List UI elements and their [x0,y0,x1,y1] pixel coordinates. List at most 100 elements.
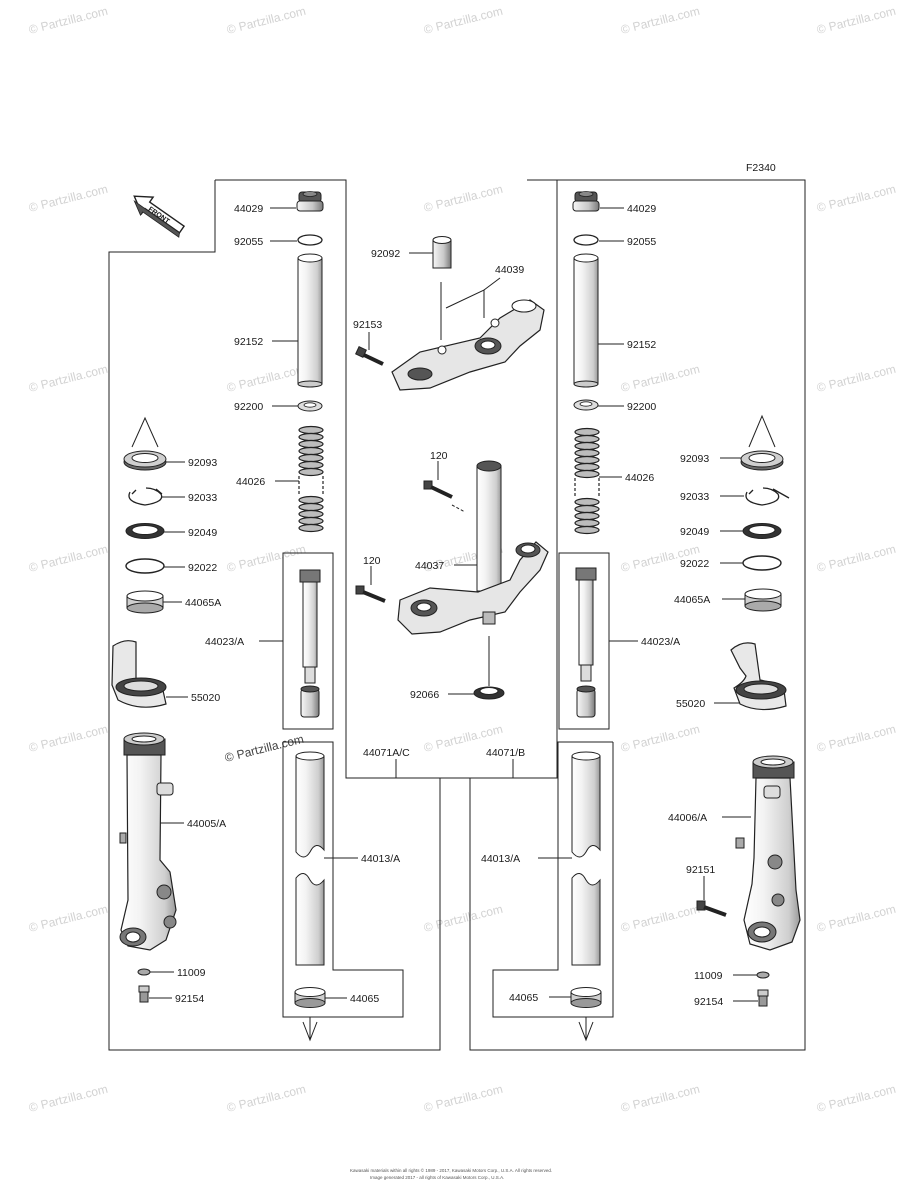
watermark: © Partzilla.com [815,182,897,215]
label-44071ac: 44071A/C [363,747,410,759]
label-44023a-right: 44023/A [641,636,680,648]
label-92022-left: 92022 [188,562,217,574]
upper-triple-clamp-part [391,299,545,391]
label-92200-left: 92200 [234,401,263,413]
front-arrow-icon: FRONT [133,195,186,238]
watermark: © Partzilla.com [815,4,897,37]
label-11009-right: 11009 [694,970,723,982]
washer-part [297,400,323,412]
watermark: © Partzilla.com [815,542,897,575]
label-92154-right: 92154 [694,996,723,1008]
watermark: © Partzilla.com [619,362,701,395]
label-44023a-left: 44023/A [205,636,244,648]
figure-code: F2340 [746,162,776,174]
watermark: © Partzilla.com [27,902,109,935]
label-92033-left: 92033 [188,492,217,504]
cap-bolt-part [296,191,324,212]
fork-guard-part [730,642,787,711]
label-92033-right: 92033 [680,491,709,503]
steering-group: 92092 44039 92153 120 [353,236,549,701]
slide-bushing-part [294,987,326,1008]
damper-rod-part [575,567,597,718]
dust-seal-part [740,450,784,471]
watermark: © Partzilla.com [619,722,701,755]
fork-guard-part [111,640,167,708]
watermark: © Partzilla.com [225,362,307,395]
footer-copyright-line-2: Image generated 2017 - all rights of Kaw… [370,1175,504,1180]
watermark-dark: © Partzilla.com [223,732,305,765]
steering-seal-part [473,686,505,700]
label-44013a-left: 44013/A [361,853,400,865]
pinch-bolt-part [355,585,386,603]
watermark: © Partzilla.com [619,902,701,935]
label-92092: 92092 [371,248,400,260]
drain-bolt-part [757,989,769,1007]
fork-spring-part [574,427,600,535]
label-92152-left: 92152 [234,336,263,348]
label-92154-left: 92154 [175,993,204,1005]
watermark: © Partzilla.com [225,542,307,575]
watermark: © Partzilla.com [422,1082,504,1115]
label-44065-left: 44065 [350,993,379,1005]
washer-ring-part [125,558,165,574]
label-92055-right: 92055 [627,236,656,248]
watermark: © Partzilla.com [27,542,109,575]
label-120-lower: 120 [363,555,381,567]
label-44065a-left: 44065A [185,597,221,609]
label-44026-right: 44026 [625,472,654,484]
watermark: © Partzilla.com [815,362,897,395]
guide-bushing-part [126,590,164,614]
o-ring-part [297,234,323,246]
watermark: © Partzilla.com [815,1082,897,1115]
label-92022-right: 92022 [680,558,709,570]
label-92152-right: 92152 [627,339,656,351]
label-44013a-right: 44013/A [481,853,520,865]
left-fork-group: 44029 92055 92152 92200 [111,191,410,1042]
label-44039: 44039 [495,264,524,276]
oil-seal-part [125,523,165,539]
footer-copyright-line-1: Kawasaki materials within all rights © 1… [350,1167,552,1173]
cap-bolt-part [572,191,600,212]
right-fork-group: 44029 92055 92152 92200 440 [481,191,801,1042]
label-44037: 44037 [415,560,444,572]
watermark: © Partzilla.com [225,4,307,37]
watermark: © Partzilla.com [815,722,897,755]
pinch-bolt-part [423,480,453,499]
clamp-bolt-part [355,346,384,366]
washer-ring-part [742,555,782,571]
spacer-tube-part [297,253,323,388]
label-92066: 92066 [410,689,439,701]
watermark: © Partzilla.com [27,4,109,37]
label-55020-right: 55020 [676,698,705,710]
slide-bushing-part [570,987,602,1008]
watermark: © Partzilla.com [422,4,504,37]
o-ring-part [573,234,599,246]
watermark: © Partzilla.com [27,362,109,395]
label-44065-right: 44065 [509,992,538,1004]
label-92200-right: 92200 [627,401,656,413]
label-92093-left: 92093 [188,457,217,469]
label-92151-right: 92151 [686,864,715,876]
axle-clamp-bolt-part [696,900,727,917]
washer-part [573,399,599,411]
watermark: © Partzilla.com [225,1082,307,1115]
oil-seal-part [742,523,782,539]
watermark: © Partzilla.com [619,1082,701,1115]
group-outlines [108,179,806,1051]
label-55020-left: 55020 [191,692,220,704]
circlip-part [745,487,790,506]
dust-seal-part [123,450,167,471]
watermark: © Partzilla.com [27,182,109,215]
watermark: © Partzilla.com [422,902,504,935]
damper-rod-part [299,569,321,718]
inner-tube-part [295,751,325,966]
drain-bolt-part [138,985,150,1003]
label-92093-right: 92093 [680,453,709,465]
gasket-part [137,968,151,976]
watermark: © Partzilla.com [422,182,504,215]
watermark: © Partzilla.com [619,4,701,37]
gasket-part [756,971,770,979]
guide-bushing-part [744,588,782,612]
watermark: © Partzilla.com [815,902,897,935]
label-92055-left: 92055 [234,236,263,248]
